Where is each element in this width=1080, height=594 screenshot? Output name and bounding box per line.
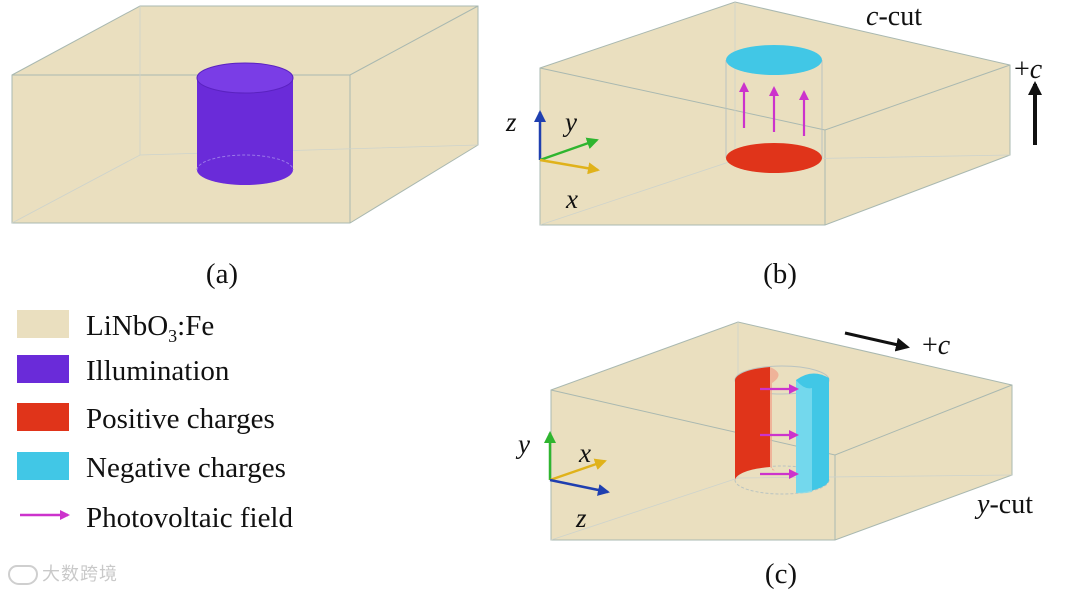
negative-charge-top bbox=[726, 45, 822, 75]
panel-c: y x z +c y-cut (c) bbox=[515, 321, 1033, 590]
c-axis-direction-b: +c bbox=[1014, 54, 1043, 145]
c-axis-direction-c: +c bbox=[844, 330, 951, 361]
weibo-logo-icon bbox=[8, 565, 38, 585]
legend-label-positive: Positive charges bbox=[86, 403, 275, 435]
charge-cylinder-c bbox=[734, 365, 830, 495]
legend-label-field: Photovoltaic field bbox=[86, 502, 293, 534]
panel-label-b: (b) bbox=[763, 258, 797, 290]
legend-swatch-negative bbox=[17, 452, 69, 480]
legend: LiNbO3:Fe Illumination Positive charges … bbox=[17, 310, 293, 534]
legend-swatch-positive bbox=[17, 403, 69, 431]
panel-label-c: (c) bbox=[765, 558, 797, 590]
axis-label-y-c: y bbox=[515, 429, 530, 459]
legend-swatch-crystal bbox=[17, 310, 69, 338]
legend-label-negative: Negative charges bbox=[86, 452, 286, 484]
axes-b: z y x bbox=[505, 107, 600, 214]
arrow-right-icon bbox=[844, 331, 910, 352]
illumination-cylinder bbox=[196, 62, 294, 185]
positive-charge-side bbox=[735, 367, 770, 480]
svg-text:+c: +c bbox=[1014, 54, 1043, 85]
crystal-block-c bbox=[550, 321, 1013, 541]
cut-label-c: y-cut bbox=[974, 489, 1033, 520]
legend-label-illumination: Illumination bbox=[86, 355, 230, 387]
svg-text:+c: +c bbox=[922, 330, 951, 361]
axis-label-x-b: x bbox=[565, 184, 578, 214]
axis-label-y-b: y bbox=[562, 107, 577, 137]
legend-item-negative: Negative charges bbox=[17, 452, 286, 484]
positive-charge-bottom bbox=[726, 143, 822, 173]
legend-item-positive: Positive charges bbox=[17, 403, 275, 435]
axis-label-z-c: z bbox=[575, 503, 587, 533]
axis-label-z-b: z bbox=[505, 107, 517, 137]
legend-swatch-illumination bbox=[17, 355, 69, 383]
panel-a: (a) bbox=[11, 5, 479, 290]
watermark-text: 大数跨境 bbox=[42, 564, 118, 585]
legend-item-crystal: LiNbO3:Fe bbox=[17, 310, 214, 346]
axes-c: y x z bbox=[515, 429, 610, 533]
cut-label-b: c-cut bbox=[866, 1, 922, 32]
legend-item-field: Photovoltaic field bbox=[20, 502, 293, 534]
watermark: 大数跨境 bbox=[8, 560, 118, 586]
charge-cylinder-b bbox=[725, 45, 823, 173]
legend-label-crystal: LiNbO3:Fe bbox=[86, 310, 214, 346]
legend-item-illumination: Illumination bbox=[17, 355, 230, 387]
panel-label-a: (a) bbox=[206, 258, 238, 290]
panel-b: z y x c-cut +c (b) bbox=[505, 1, 1043, 290]
axis-label-x-c: x bbox=[578, 438, 591, 468]
